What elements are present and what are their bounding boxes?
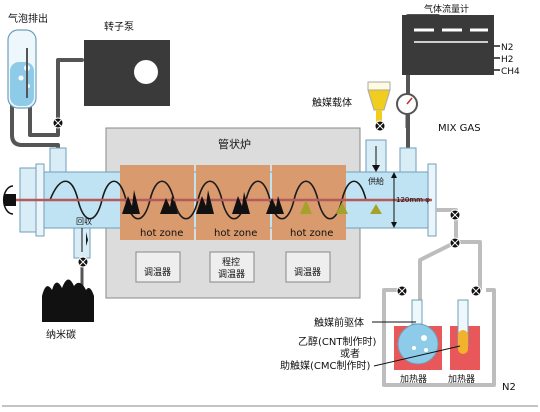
program-regulator-label: 调温器	[218, 269, 245, 280]
catalyst-deposits	[300, 200, 382, 214]
regulator-right-label: 调温器	[294, 267, 321, 278]
rotary-pump	[84, 40, 170, 106]
heater-right-label: 加热器	[448, 373, 475, 385]
tube-furnace-label: 管状炉	[218, 137, 251, 151]
ethanol-label: 乙醇(CNT制作时)	[298, 335, 376, 348]
heater-left-label: 加热器	[400, 373, 427, 385]
regulator-left-label: 调温器	[144, 267, 171, 278]
co-catalyst-label: 助触媒(CMC制作时)	[280, 359, 370, 372]
gas-flowmeter-label: 气体流量计	[424, 3, 469, 15]
rotary-pump-label: 转子泵	[104, 20, 134, 33]
diameter-label: 120mm φ	[396, 196, 430, 204]
program-control-label: 程控	[222, 256, 240, 268]
catalyst-precursor-label: 触媒前驱体	[314, 316, 364, 329]
regulator-program	[209, 251, 255, 283]
ch4-inlet-label: CH4	[501, 67, 520, 77]
motor-block	[4, 194, 16, 206]
recovery-deposit	[86, 232, 88, 246]
valve-crosses	[54, 119, 480, 295]
supply-arrowhead	[372, 165, 380, 172]
supply-label: 供給	[368, 176, 384, 186]
pressure-gauge	[396, 93, 418, 128]
flowmeter-inlets	[494, 45, 500, 71]
hot-zone-label-2: hot zone	[214, 228, 257, 239]
or-label: 或者	[340, 348, 360, 360]
nano-carbon-top	[42, 279, 94, 296]
bubble-exhaust-tube	[7, 29, 37, 109]
recovery-label: 回収	[76, 216, 92, 226]
regulator-left	[135, 251, 181, 283]
hot-zone-3	[272, 165, 346, 240]
gas-flowmeter	[402, 15, 494, 75]
h2-inlet-label: H2	[501, 55, 514, 65]
hot-zone-1	[120, 165, 194, 240]
catalyst-carrier-label: 触媒载体	[312, 96, 352, 109]
regulators	[135, 251, 331, 283]
mix-gas-label: MIX GAS	[438, 123, 481, 134]
catalyst-funnel	[367, 81, 391, 124]
nano-carbon-label: 纳米碳	[46, 328, 76, 341]
nano-carbon-pile	[42, 296, 94, 322]
flask-right	[457, 299, 469, 354]
carbon-deposits	[122, 190, 284, 214]
rotation-arrow	[2, 185, 14, 215]
n2-bottom-label: N2	[502, 382, 516, 393]
diameter-arrowheads	[391, 172, 397, 228]
bubble-exhaust-label: 气泡排出	[8, 12, 48, 25]
n2-inlet-label: N2	[501, 43, 513, 53]
hot-zone-label-3: hot zone	[290, 228, 333, 239]
co-catalyst-leader	[373, 345, 461, 367]
hot-zone-label-1: hot zone	[140, 228, 183, 239]
flask-left	[397, 299, 439, 365]
regulator-right	[285, 251, 331, 283]
